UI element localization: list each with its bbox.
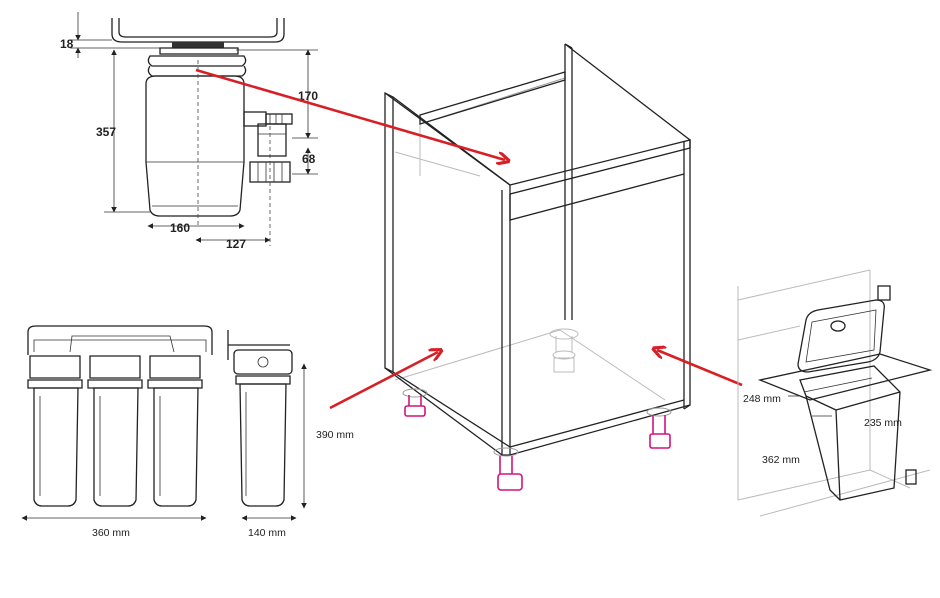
disposer-dim-width: 160	[170, 221, 190, 235]
bin-base	[757, 353, 933, 401]
bin-dim-depth: 248 mm	[743, 393, 781, 405]
filter-dim-depth: 140 mm	[248, 527, 286, 539]
disposer-dim-top: 18	[60, 37, 74, 51]
sink-cabinet-drawing	[384, 43, 691, 491]
cabinet-legs	[402, 388, 672, 491]
filter-bracket	[27, 325, 213, 355]
filter-dim-width: 360 mm	[92, 527, 130, 539]
waste-bin-drawing: 248 mm 235 mm 362 mm	[737, 269, 933, 517]
filter-side-view	[227, 330, 293, 507]
disposer-dim-side: 68	[302, 152, 316, 166]
arrow-filter	[329, 352, 438, 410]
cabinet-left-panel	[384, 91, 394, 374]
disposer-flange	[172, 42, 224, 48]
arrow-bin	[657, 350, 743, 387]
mounting-ring	[147, 55, 247, 67]
filter-canister-3	[147, 355, 203, 507]
disposer-dim-outlet: 170	[298, 89, 318, 103]
filter-canister-2	[87, 355, 143, 507]
filter-dim-height: 390 mm	[316, 429, 354, 441]
placement-arrows	[195, 68, 743, 410]
waste-disposer-drawing: 18 357 170 68 160 127	[60, 12, 318, 251]
bin-lid	[797, 299, 885, 373]
bin-dim-width: 235 mm	[864, 417, 902, 429]
water-filter-drawing: 360 mm 140 mm 390 mm	[21, 325, 354, 539]
arrow-disposer	[195, 68, 505, 160]
disposer-dim-offset: 127	[226, 237, 246, 251]
cabinet-front-rail	[509, 139, 691, 195]
disposer-dim-height: 357	[96, 125, 116, 139]
sink-bowl	[111, 18, 285, 43]
bin-body	[799, 365, 901, 501]
filter-canister-1	[27, 355, 83, 507]
disposer-motor-body	[145, 75, 245, 217]
bin-dim-height: 362 mm	[762, 454, 800, 466]
